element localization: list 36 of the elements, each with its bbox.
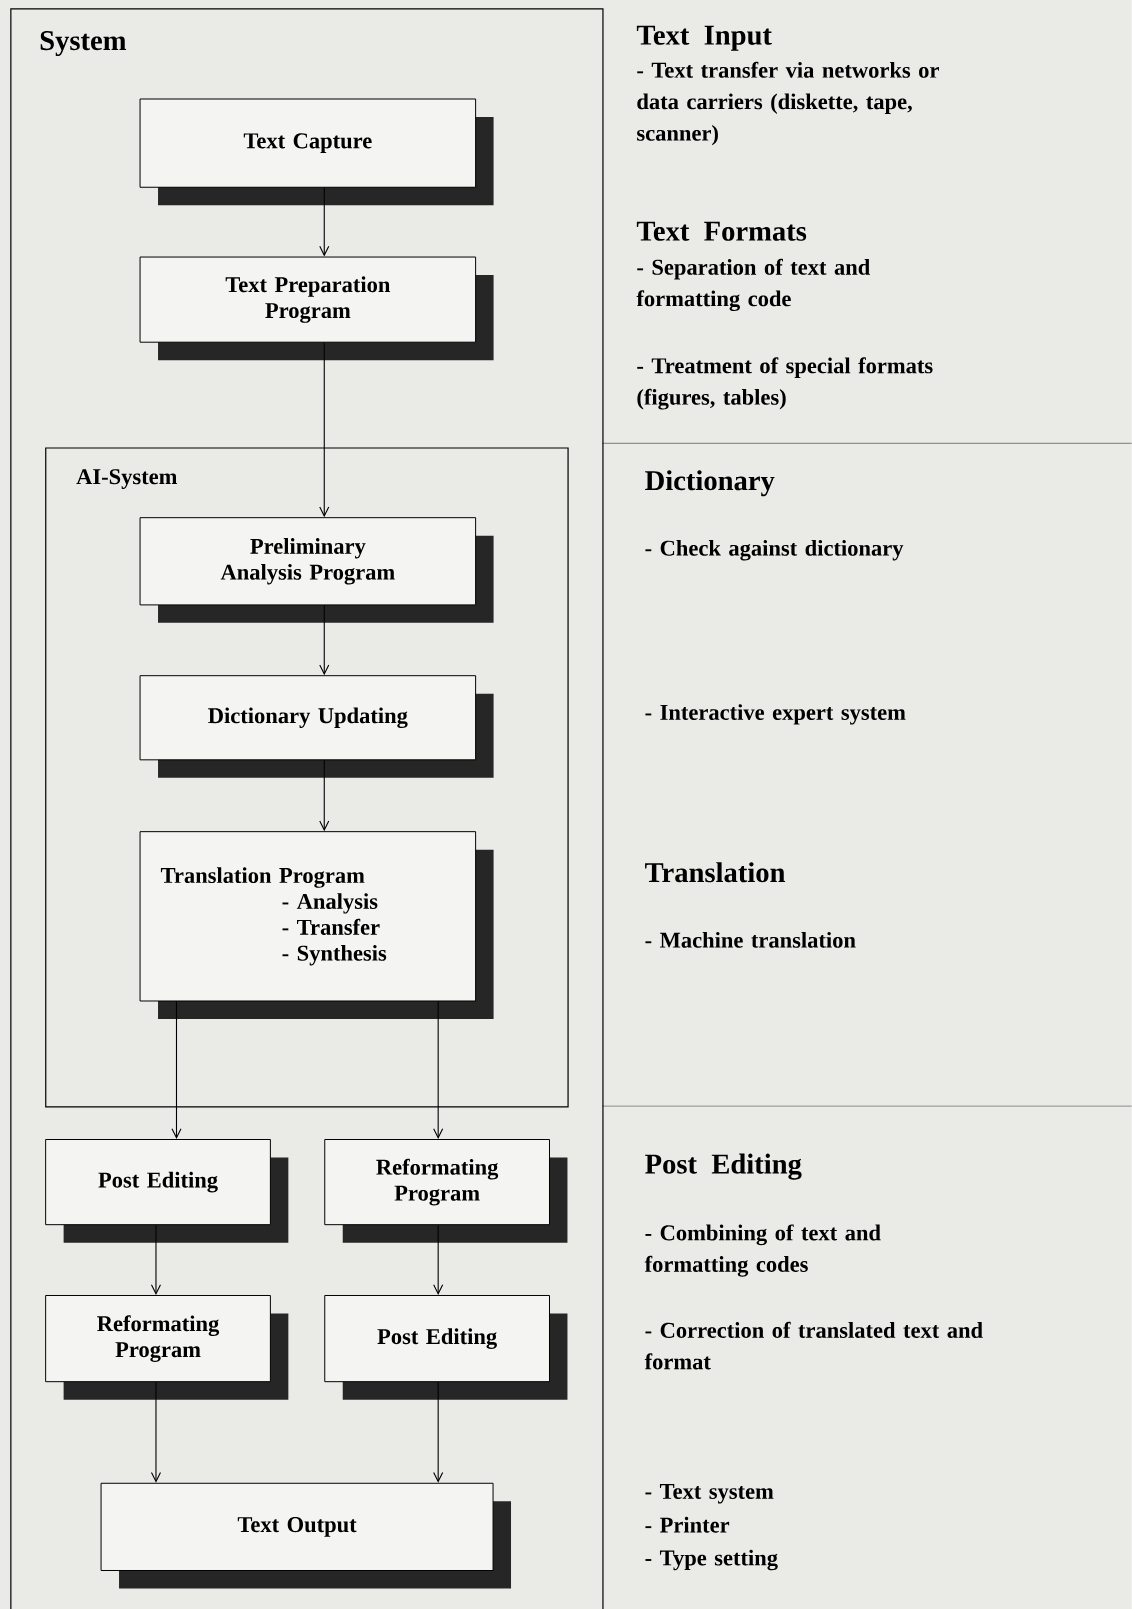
process-box: Preliminary Analysis Program [139, 517, 494, 623]
process-box: Text Output [100, 1482, 512, 1589]
bullet-text: - Printer [645, 1516, 730, 1533]
bullet-text: - Check against dictionary [645, 539, 904, 561]
process-box: Reformating Program [45, 1295, 289, 1400]
bullet-text: - Combining of text and formatting codes [644, 1224, 881, 1277]
section-heading: Text Input [636, 25, 772, 51]
arrow [319, 759, 330, 832]
section-heading: Translation [645, 862, 786, 883]
arrow [319, 342, 330, 518]
bullet-text: - Text transfer via networks or data carriers (diskette, tape, scanner) [637, 61, 939, 146]
process-box: Dictionary Updating [139, 675, 494, 778]
arrow [171, 1000, 182, 1139]
arrow [433, 1224, 444, 1295]
arrow [433, 1381, 444, 1483]
arrow [433, 1000, 444, 1139]
bullet-text: - Machine translation [645, 931, 856, 948]
process-box: Reformating Program [324, 1139, 568, 1243]
process-box: Post Editing [324, 1295, 568, 1400]
arrow [151, 1224, 162, 1295]
process-box: Post Editing [45, 1139, 289, 1243]
arrow [319, 604, 330, 676]
bullet-text: - Correction of translated text and format [644, 1321, 983, 1370]
arrow [151, 1381, 162, 1483]
section-heading: Post Editing [645, 1153, 802, 1180]
process-box: Text Preparation Program [139, 256, 494, 361]
process-box: Text Capture [139, 98, 494, 206]
bullet-text: - Treatment of special formats (figures, tables) [637, 357, 933, 410]
section-heading: Text Formats [636, 221, 807, 241]
arrow [319, 187, 330, 257]
bullet-text: - Separation of text and formatting code [636, 258, 871, 312]
bullet-text: - Text system [645, 1484, 774, 1504]
process-box: Translation Program - Analysis - Transfer - Synthesis [139, 831, 494, 1019]
section-heading: Dictionary [645, 470, 775, 497]
bullet-text: - Interactive expert system [645, 704, 906, 725]
bullet-text: - Type setting [645, 1549, 778, 1571]
